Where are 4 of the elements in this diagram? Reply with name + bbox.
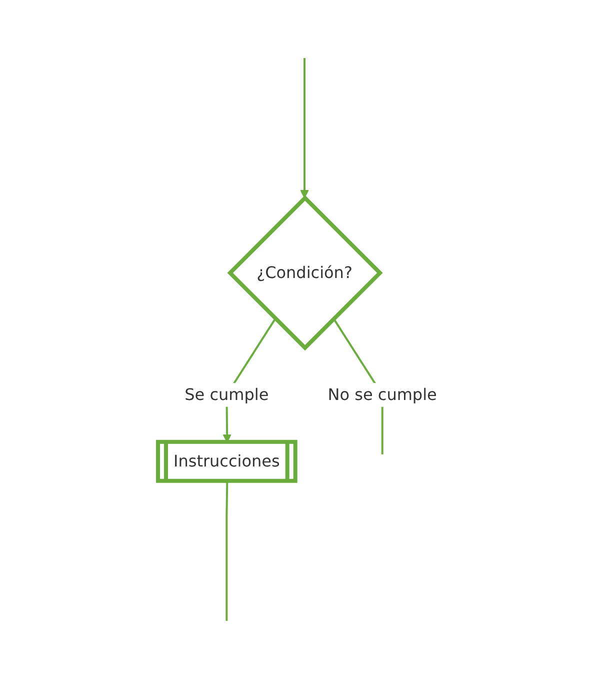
- node-diamond: ¿Condición?: [226, 195, 382, 351]
- edge-label: Se cumple: [184, 384, 268, 404]
- arrow: [300, 58, 308, 198]
- edge-label: No se cumple: [327, 384, 436, 404]
